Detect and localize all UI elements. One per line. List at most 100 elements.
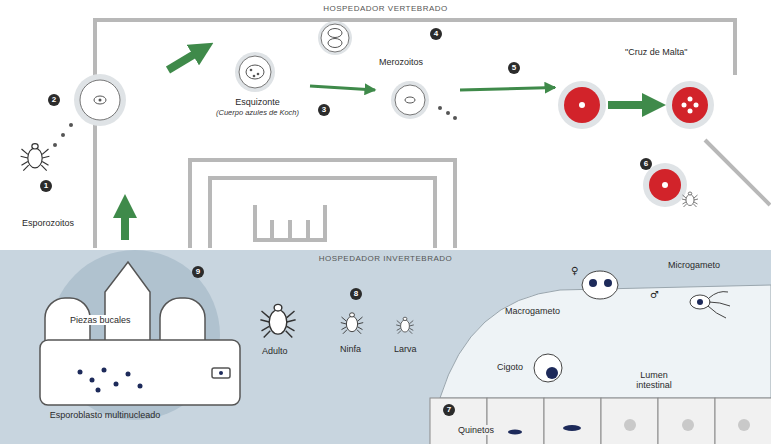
parasite-dot xyxy=(69,123,73,127)
gamete-nucleus xyxy=(546,367,558,379)
cycle-arrow xyxy=(310,86,375,90)
parasite-dot xyxy=(438,106,442,110)
gut-cell xyxy=(487,398,544,444)
stage-node: Merozoitos xyxy=(375,55,460,125)
infected-erythrocyte xyxy=(672,87,708,123)
parasite-dot xyxy=(99,99,102,102)
cell-nucleus xyxy=(624,419,636,431)
parasite-dot xyxy=(53,69,457,147)
node-text: (Cuerpo azules de Koch) xyxy=(216,109,299,118)
intestinal-lumen xyxy=(440,285,771,398)
gut-cell xyxy=(658,398,715,444)
parasite-dot xyxy=(53,143,57,147)
gamete xyxy=(690,295,710,309)
stage-node: "Cruz de Malta" xyxy=(555,45,725,130)
gut-cell xyxy=(601,398,658,444)
green-arrow xyxy=(125,52,648,416)
tick-figure xyxy=(396,317,414,334)
green-arrow xyxy=(608,101,648,109)
parasite-form xyxy=(328,29,342,38)
stage-label: Esporozoitos xyxy=(22,218,74,228)
parasite-dot xyxy=(250,69,253,72)
node-text: Merozoitos xyxy=(379,57,423,67)
parasite-dot xyxy=(257,73,260,76)
host-cell xyxy=(80,24,425,120)
gamete-nucleus xyxy=(589,279,597,287)
parasite-dot xyxy=(446,111,450,115)
host-band: HOSPEDADOR VERTEBRADO Esquizonte(Cuerpo a… xyxy=(0,0,771,250)
salivary-gland xyxy=(40,340,240,405)
parasite-dot xyxy=(253,75,256,78)
salivary-gland xyxy=(40,262,240,405)
parasite-form xyxy=(328,39,342,48)
callout-number: 5 xyxy=(508,62,520,74)
tick-figure xyxy=(21,144,50,171)
gamete xyxy=(534,354,562,382)
green-arrow xyxy=(520,412,550,420)
flagellum xyxy=(708,292,730,318)
gland-halo xyxy=(50,250,220,420)
sporoblast-nucleus xyxy=(138,384,143,389)
host-frame xyxy=(95,20,735,248)
cell-halo xyxy=(235,52,275,92)
tick-figure xyxy=(260,304,295,337)
cell-halo xyxy=(74,21,714,207)
callout-number: 6 xyxy=(640,158,652,170)
node-text: HOSPEDADOR VERTEBRADO xyxy=(323,4,448,13)
cell-nucleus xyxy=(682,419,694,431)
stage-node: Esquizonte(Cuerpo azules de Koch) xyxy=(205,50,310,122)
kinete xyxy=(508,430,522,435)
stage-label: Macrogameto xyxy=(505,306,560,316)
host-frame xyxy=(210,178,435,248)
gamete xyxy=(534,271,710,382)
region-label: Lumen intestinal xyxy=(628,370,680,391)
cell-halo xyxy=(391,81,429,119)
piroplasm xyxy=(662,182,668,188)
cell-nucleus xyxy=(738,419,750,431)
sporoblast-nucleus xyxy=(90,378,95,383)
tick-figure xyxy=(341,313,363,334)
gamete-nucleus xyxy=(604,279,612,287)
node-text: "Cruz de Malta" xyxy=(625,47,687,57)
gamete-nucleus xyxy=(546,279,703,379)
green-arrow xyxy=(582,310,598,334)
parasite-dot xyxy=(61,133,65,137)
sporoblast-nucleus xyxy=(126,372,131,377)
sex-symbol: ♂ xyxy=(650,289,659,301)
salivary-gland xyxy=(45,298,90,370)
host-frame xyxy=(255,205,325,240)
infected-erythrocyte xyxy=(649,169,681,201)
sporoblast-nucleus xyxy=(78,368,224,393)
node-text: Piezas bucales xyxy=(68,315,133,325)
host-band: HOSPEDADOR INVERTEBRADOPiezas bucalesEsp… xyxy=(0,250,771,444)
callout-number: 9 xyxy=(192,266,204,278)
gland-halo xyxy=(50,250,220,420)
callout-number: 7 xyxy=(443,404,455,416)
tick-label: Adulto xyxy=(262,346,288,356)
kinete xyxy=(563,425,581,431)
sporoblast-nucleus xyxy=(114,382,119,387)
callout-number: 3 xyxy=(318,104,330,116)
tick-label: Larva xyxy=(394,344,417,354)
sporoblast-nucleus xyxy=(219,371,223,375)
tick-figure xyxy=(21,144,698,338)
invertebrate-ground xyxy=(0,250,771,444)
host-cell xyxy=(80,80,120,120)
piroplasm xyxy=(682,103,687,108)
salivary-gland xyxy=(160,298,205,370)
callout-number: 2 xyxy=(48,94,60,106)
host-frame xyxy=(705,140,770,205)
callout-number: 1 xyxy=(40,180,52,192)
stage-label: Quinetos xyxy=(456,425,496,435)
node-text: HOSPEDADOR INVERTEBRADO xyxy=(319,254,453,263)
parasite-form xyxy=(94,96,106,104)
salivary-gland xyxy=(105,262,150,352)
green-arrow xyxy=(168,52,198,70)
cell-halo xyxy=(643,163,687,207)
host-cell xyxy=(395,85,425,115)
gamete-nucleus xyxy=(697,299,703,305)
callout-number: 8 xyxy=(350,288,362,300)
parasite-form xyxy=(94,29,415,105)
cell-halo xyxy=(666,81,714,129)
